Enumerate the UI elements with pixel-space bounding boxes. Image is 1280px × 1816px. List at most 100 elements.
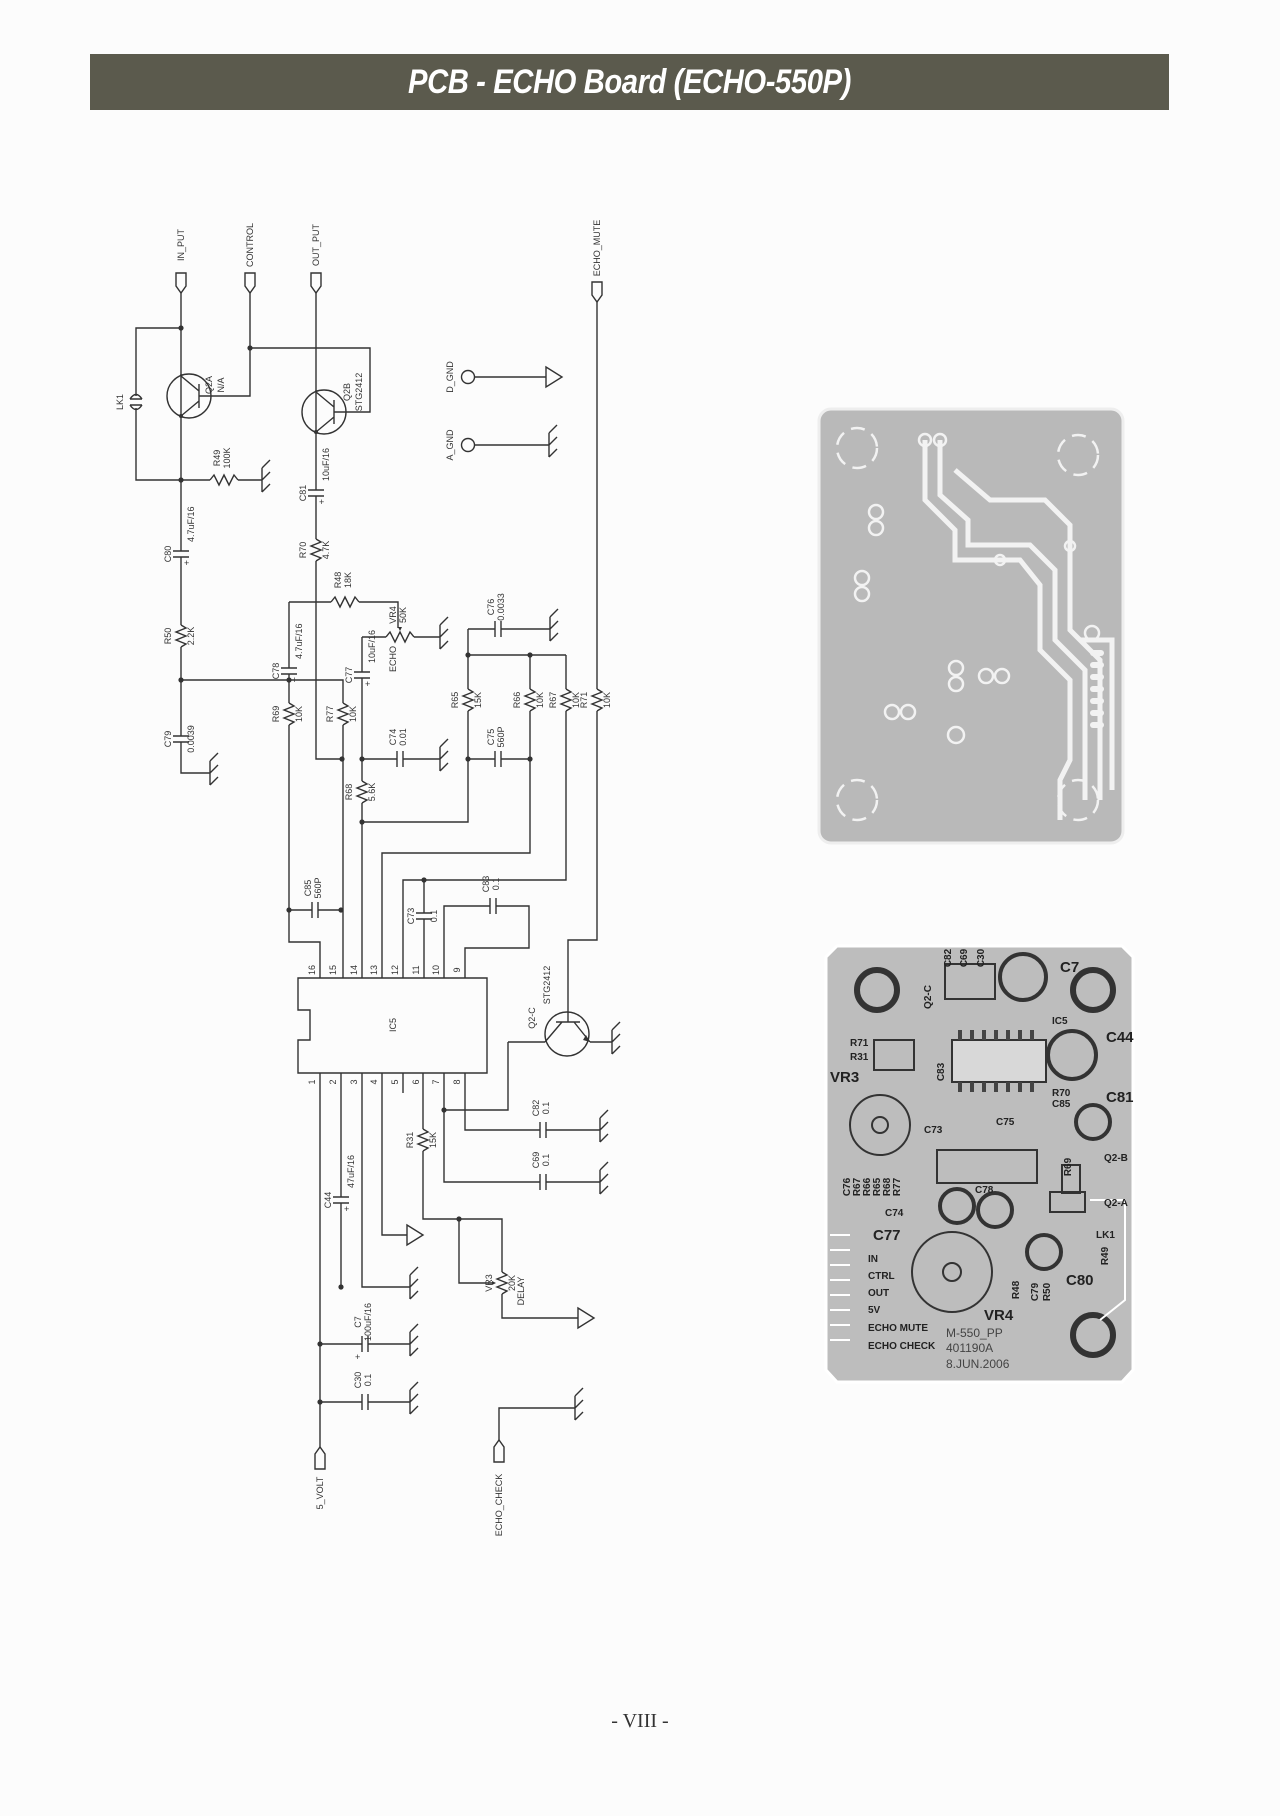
component-value: 10uF/16 [321,448,331,481]
pcb-label-ic5: IC5 [1052,1016,1068,1027]
component-ref: C7 [353,1316,363,1328]
pcb-label-r71: R71 [850,1038,869,1049]
capacitor-plates-icon [396,751,404,767]
wire [381,655,531,978]
capacitor-plates-icon [489,898,497,914]
component-ref: R66 [512,692,522,709]
port-label: IN_PUT [176,229,186,262]
junction-dot [339,756,345,762]
ground-stroke [409,1266,419,1300]
ground-stroke [409,1381,419,1415]
pcb-label-r69: R69 [1063,1157,1074,1176]
pcb-label-r70: R70 [1052,1088,1071,1099]
capacitor-plates-icon [416,912,432,920]
component-ref: R65 [450,692,460,709]
ground-stroke [439,738,449,772]
ground-stroke [611,1021,621,1055]
wire [315,293,342,760]
component-value: 0.1 [541,1154,551,1167]
pcb-label-r68: R68 [882,1177,893,1196]
ground-icon [439,616,449,650]
wire-mask [362,1395,368,1409]
component-ref: C76 [486,599,496,616]
component-value: 10K [348,706,358,722]
pcb-label-c75: C75 [996,1117,1015,1128]
signal-ground-icon [545,365,564,389]
pcb-label-r50: R50 [1042,1282,1053,1301]
pcb-label-pin-echo-mute: ECHO MUTE [868,1323,928,1334]
ic-pin-label: 6 [411,1079,421,1084]
pcb-label-r67: R67 [852,1177,863,1196]
component-name: DELAY [516,1277,526,1306]
ground-stroke [548,424,558,458]
capacitor-plates-icon [539,1122,547,1138]
component-ref: C44 [323,1192,333,1209]
component-ref: C78 [271,663,281,680]
port-label: CONTROL [245,223,255,267]
wire-mask [174,736,188,742]
port-echo-mute: ECHO_MUTE [591,220,603,304]
ic-pin-label: 3 [349,1079,359,1084]
ground-stroke [574,1387,584,1421]
polarity-plus-icon: + [365,679,370,689]
pcb-label-q2c: Q2-C [923,985,934,1009]
ic-pin-label: 16 [307,965,317,975]
pcb-label-c80: C80 [1066,1272,1094,1289]
component-ref: C30 [353,1372,363,1389]
junction-dot [527,756,533,762]
pcb-label-c44: C44 [1106,1029,1134,1046]
ic-pin-label: 4 [369,1079,379,1084]
port-d-gnd: D_GND [445,361,476,393]
component-ref: C85 [303,880,313,897]
pcb-label-lk1: LK1 [1096,1230,1115,1241]
capacitor-c73: C73 0.1 [406,908,439,925]
wire [498,1407,575,1440]
ic-pin-label: 13 [369,965,379,975]
component-ref: C77 [344,667,354,684]
component-ref: R48 [333,572,343,589]
ground-icon [439,738,449,772]
resistor-zigzag-icon [330,595,360,609]
capacitor-plates-icon [361,1336,369,1352]
pcb-label-c69: C69 [959,948,970,967]
junction-dot [527,652,533,658]
resistor-zigzag-icon [174,624,188,648]
component-value: 560P [496,726,506,747]
junction-dot [456,1216,462,1222]
page-number: - VIII - [611,1710,669,1732]
ground-stroke [599,1161,609,1195]
port-connector-icon [493,1438,505,1463]
wire-mask [210,474,238,486]
ground-stroke [439,616,449,650]
component-value: 0.01 [398,728,408,746]
port-connector-icon [310,272,322,295]
component-value: 15K [428,1132,438,1148]
port-connector-icon [314,1445,326,1470]
component-value: 0.1 [429,910,439,923]
pcb-label-vr4: VR4 [984,1307,1014,1324]
pcb-label-board-name: M-550_PP [946,1326,1003,1340]
port-label: D_GND [445,361,455,393]
resistor-zigzag-icon [461,688,475,712]
component-ref: VR3 [484,1274,494,1292]
component-ref: Q2-C [527,1007,537,1029]
ic-pin-label: 7 [431,1079,441,1084]
pcb-label-r66: R66 [862,1177,873,1196]
component-ref: C73 [406,908,416,925]
ground-stroke [409,1323,419,1357]
capacitor-plates-icon [333,1196,349,1204]
wiper-arrow-icon [398,627,402,631]
